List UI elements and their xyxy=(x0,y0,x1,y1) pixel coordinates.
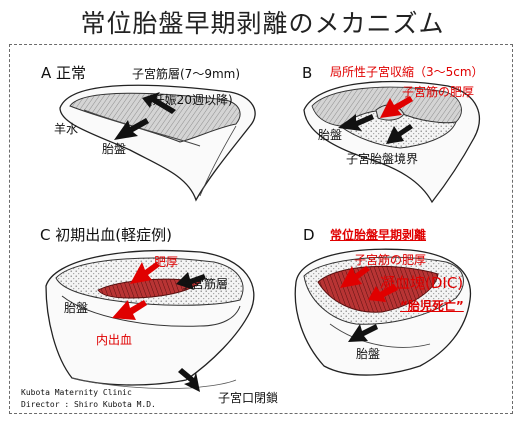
panel-b-local-contraction-label: 局所性子宮収縮（3～5cm） xyxy=(330,65,484,79)
panel-c-uterus xyxy=(45,249,255,389)
panel-d-placenta-label: 胎盤 xyxy=(356,347,381,361)
panel-b-heading: B xyxy=(302,64,313,82)
panel-d-title-label: 常位胎盤早期剥離 xyxy=(330,228,427,242)
arrow-b-boundary xyxy=(386,124,413,144)
panel-c-internal-bleeding-label: 内出血 xyxy=(96,333,133,347)
panel-d-heading: D xyxy=(303,226,315,244)
panel-c-heading: C 初期出血(軽症例) xyxy=(40,226,172,244)
credit-line-2: Director : Shiro Kubota M.D. xyxy=(21,400,156,409)
panel-a-muscle-layer-label: 子宮筋層(7～9mm) xyxy=(132,67,241,81)
panel-c-muscle-layer-label: 子宮筋層 xyxy=(180,277,229,291)
panel-b-boundary-label: 子宮胎盤境界 xyxy=(346,152,419,166)
panel-a-placenta-label: 胎盤 xyxy=(102,142,127,156)
panel-b-placenta-label: 胎盤 xyxy=(318,128,343,142)
arrow-c-bleeding xyxy=(112,300,147,320)
panel-d-thickening-label: 子宮筋の肥厚 xyxy=(354,253,427,267)
black-arrows xyxy=(114,92,413,392)
panel-a-amniotic-fluid-label: 羊水 xyxy=(54,122,79,136)
diagram-frame xyxy=(9,44,513,414)
panel-c-os-closure-label: 子宮口閉鎖 xyxy=(218,391,279,405)
red-arrows xyxy=(112,96,413,320)
panel-a-heading: A 正常 xyxy=(41,64,87,82)
arrow-b-thickening xyxy=(380,96,413,118)
panel-b-thickening-label: 子宮筋の肥厚 xyxy=(402,85,475,99)
arrow-c-thickening xyxy=(130,262,160,284)
panel-c-placenta-label: 胎盤 xyxy=(64,301,89,315)
arrow-d-placenta xyxy=(348,324,378,342)
arrow-b-placenta xyxy=(338,114,374,131)
arrow-c-muscle xyxy=(176,272,206,290)
arrow-d-clot xyxy=(368,284,398,302)
panel-a-uterus xyxy=(59,84,256,202)
panel-d-fetal-death-label: “胎児死亡” xyxy=(400,299,464,313)
arrow-d-thickening xyxy=(340,266,370,288)
arrow-a-placenta xyxy=(114,118,149,140)
panel-d-clot-label: 凝血塊(DIC) xyxy=(380,274,464,292)
arrow-a-muscle xyxy=(142,92,176,114)
panel-a-muscle-note-label: (妊娠20週以降) xyxy=(148,93,233,107)
arrow-c-os xyxy=(178,368,200,392)
page-title: 常位胎盤早期剥離のメカニズム xyxy=(80,9,445,38)
panel-c-thickening-label: 肥厚 xyxy=(154,255,179,269)
credit-line-1: Kubota Maternity Clinic xyxy=(21,388,132,397)
